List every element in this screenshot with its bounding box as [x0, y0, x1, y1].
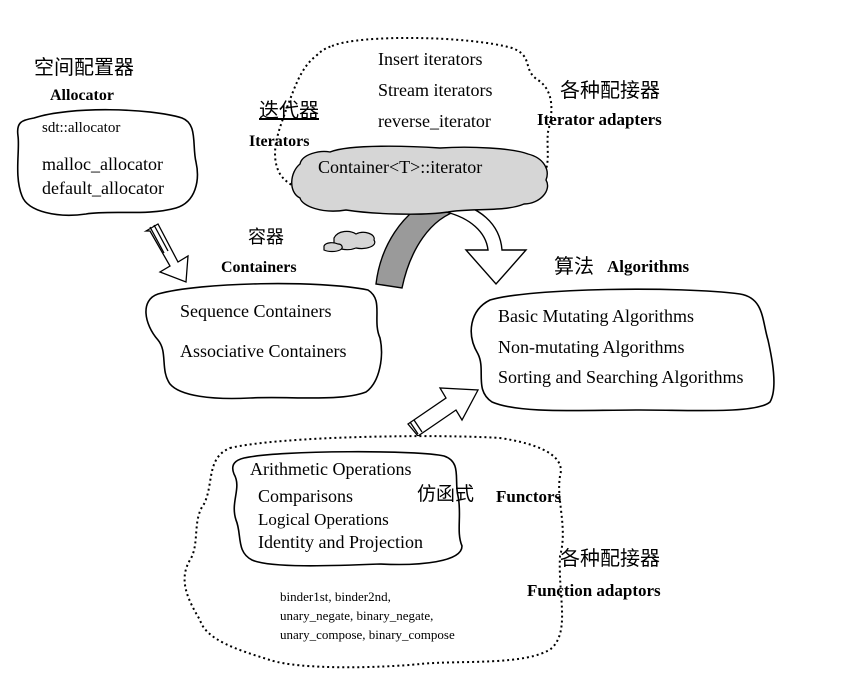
functors-title-en: Functors — [496, 487, 562, 506]
iterator-item: Stream iterators — [378, 80, 493, 100]
allocator-cloud — [16, 108, 199, 216]
iterators-title-cn: 迭代器 — [259, 98, 319, 122]
allocator-item: sdt::allocator — [42, 120, 121, 136]
iterator-item: reverse_iterator — [378, 111, 491, 131]
functor-item: Identity and Projection — [258, 532, 423, 552]
trail-cloud-large — [333, 230, 376, 251]
function-adaptor-item: unary_negate, binary_negate, — [280, 608, 434, 623]
iterator-core-cloud — [291, 145, 549, 215]
algorithms-title-en: Algorithms — [607, 257, 690, 276]
allocator-to-containers-arrow — [143, 223, 189, 283]
function-adaptor-item: binder1st, binder2nd, — [280, 589, 391, 604]
allocator-item: malloc_allocator — [42, 154, 163, 174]
function-adaptors-title-cn: 各种配接器 — [560, 546, 660, 570]
functor-item: Arithmetic Operations — [250, 459, 412, 479]
algorithms-cloud — [470, 288, 775, 412]
containers-cloud — [145, 282, 383, 400]
iterators-to-algorithms-arrow — [445, 199, 528, 286]
trail-cloud-small — [323, 242, 343, 253]
container-item: Sequence Containers — [180, 301, 332, 321]
iterators-title-en: Iterators — [249, 133, 310, 150]
allocator-item: default_allocator — [42, 178, 164, 198]
algorithms-title-cn: 算法 — [554, 254, 594, 278]
allocator-title-en: Allocator — [50, 87, 114, 104]
function-adaptor-item: unary_compose, binary_compose — [280, 627, 455, 642]
iterator-item: Insert iterators — [378, 49, 483, 69]
functors-title-cn: 仿函式 — [417, 483, 475, 505]
allocator-title-cn: 空间配置器 — [34, 55, 134, 79]
function-adaptors-title-en: Function adaptors — [527, 581, 661, 600]
iterator-adapters-title-en: Iterator adapters — [537, 110, 662, 129]
container-item: Associative Containers — [180, 341, 347, 361]
containers-title-en: Containers — [221, 259, 297, 276]
iterator-adapters-title-cn: 各种配接器 — [560, 78, 660, 102]
functors-inner-cloud — [231, 450, 463, 567]
functors-to-algorithms-arrow — [407, 387, 480, 437]
algorithm-item: Non-mutating Algorithms — [498, 337, 685, 357]
algorithm-item: Basic Mutating Algorithms — [498, 306, 694, 326]
containers-title-cn: 容器 — [248, 227, 284, 248]
algorithm-item: Sorting and Searching Algorithms — [498, 367, 744, 387]
iterator-core-label: Container<T>::iterator — [318, 157, 483, 177]
functor-item: Logical Operations — [258, 510, 389, 529]
functor-item: Comparisons — [258, 486, 354, 506]
